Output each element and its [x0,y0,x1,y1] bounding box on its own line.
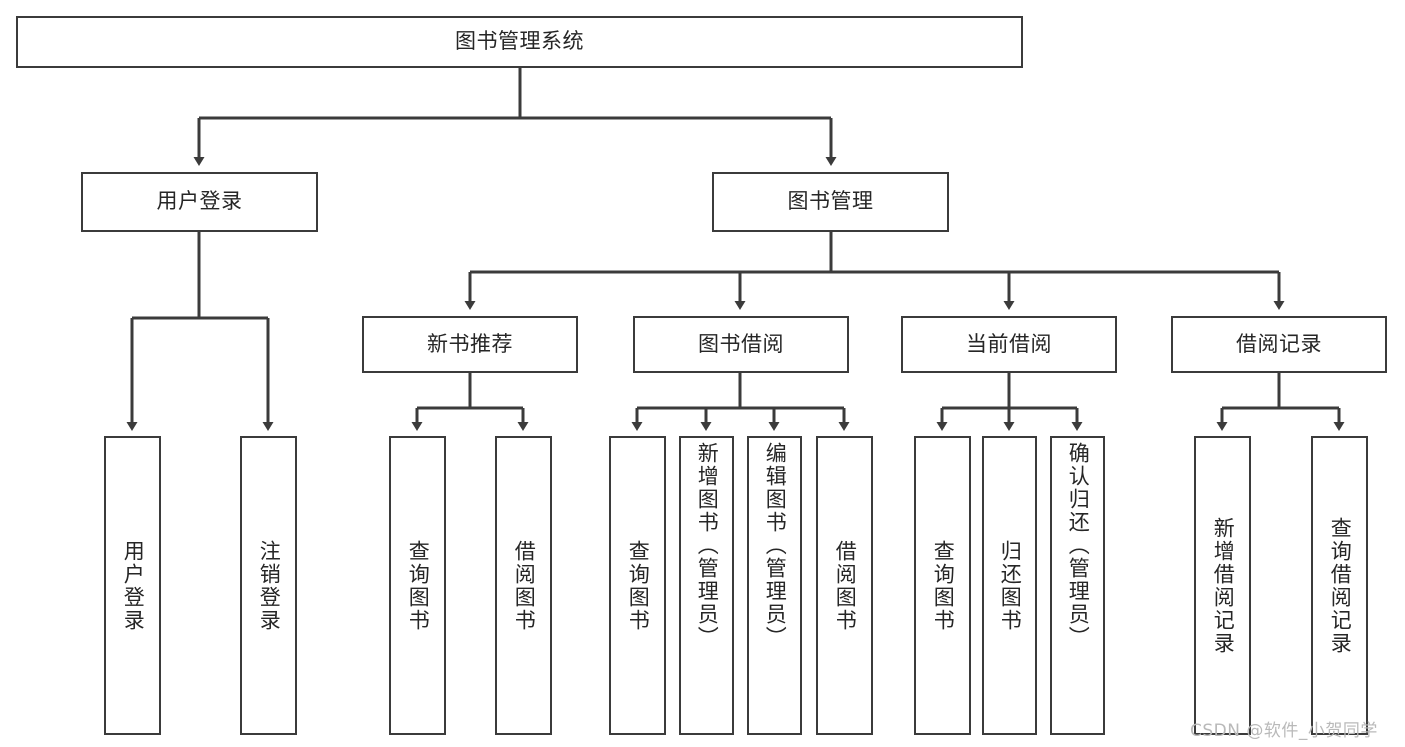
node-leaf-query-book-1-label: 查询图书 [406,539,431,632]
node-leaf-confirm-return[interactable]: 确认归还（管理员） [1050,436,1105,735]
node-borrow-record-label: 借阅记录 [1236,331,1322,356]
node-leaf-query-book-2-label: 查询图书 [626,539,651,632]
node-leaf-add-book[interactable]: 新增图书（管理员） [679,436,734,735]
node-leaf-borrow-book-2-label: 借阅图书 [833,539,858,632]
node-book-manage-label: 图书管理 [787,189,874,214]
node-new-book-recommendation[interactable]: 新书推荐 [362,316,578,373]
node-leaf-return-book-label: 归还图书 [998,539,1023,632]
node-leaf-borrow-book-1-label: 借阅图书 [512,539,537,632]
node-leaf-add-book-label: 新增图书（管理员） [695,442,720,649]
node-leaf-logout-label: 注销登录 [257,539,282,632]
node-leaf-query-book-2[interactable]: 查询图书 [609,436,666,735]
node-leaf-edit-book-label: 编辑图书（管理员） [763,442,788,649]
node-leaf-logout[interactable]: 注销登录 [240,436,297,735]
node-leaf-borrow-book-1[interactable]: 借阅图书 [495,436,552,735]
node-new-book-recommendation-label: 新书推荐 [427,331,513,356]
node-leaf-query-record[interactable]: 查询借阅记录 [1311,436,1368,735]
node-leaf-query-record-label: 查询借阅记录 [1328,516,1353,655]
node-user-login-label: 用户登录 [156,189,243,214]
node-leaf-confirm-return-label: 确认归还（管理员） [1066,442,1091,649]
node-root-label: 图书管理系统 [455,29,584,54]
node-current-borrow-label: 当前借阅 [966,331,1052,356]
node-leaf-return-book[interactable]: 归还图书 [982,436,1037,735]
node-borrow-record[interactable]: 借阅记录 [1171,316,1387,373]
node-root[interactable]: 图书管理系统 [16,16,1023,68]
node-leaf-add-record[interactable]: 新增借阅记录 [1194,436,1251,735]
node-leaf-query-book-3[interactable]: 查询图书 [914,436,971,735]
node-book-manage[interactable]: 图书管理 [712,172,949,232]
node-leaf-query-book-1[interactable]: 查询图书 [389,436,446,735]
node-book-borrow-label: 图书借阅 [698,331,784,356]
node-user-login[interactable]: 用户登录 [81,172,318,232]
node-book-borrow[interactable]: 图书借阅 [633,316,849,373]
node-current-borrow[interactable]: 当前借阅 [901,316,1117,373]
node-leaf-user-login-label: 用户登录 [121,539,146,632]
node-leaf-query-book-3-label: 查询图书 [931,539,956,632]
csdn-watermark: CSDN @软件_小贺同学 [1190,721,1378,741]
node-leaf-borrow-book-2[interactable]: 借阅图书 [816,436,873,735]
node-leaf-edit-book[interactable]: 编辑图书（管理员） [747,436,802,735]
node-leaf-user-login[interactable]: 用户登录 [104,436,161,735]
node-leaf-add-record-label: 新增借阅记录 [1211,516,1236,655]
